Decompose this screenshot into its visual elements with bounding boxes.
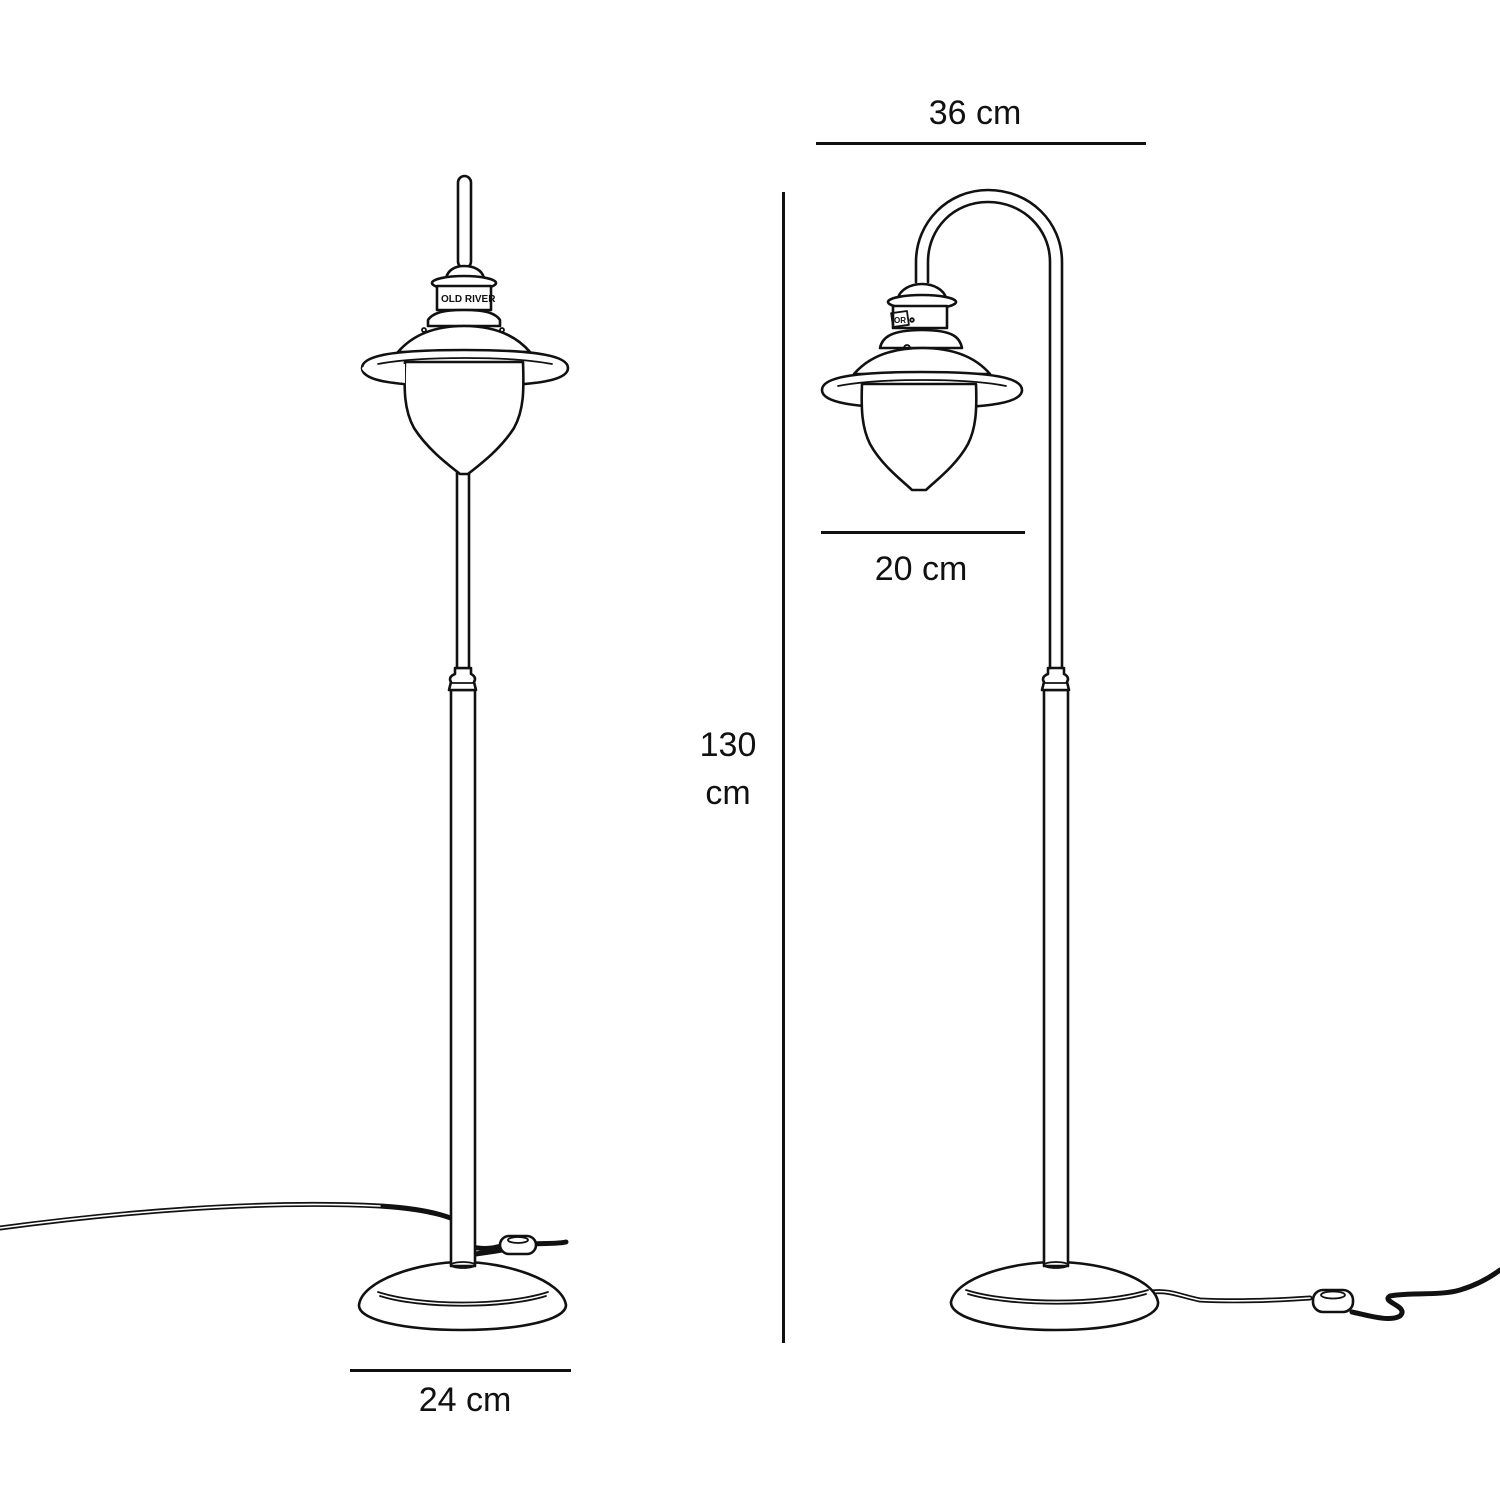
front-lamp-crown: OLD RIVER bbox=[421, 264, 505, 333]
side-band-text: OR bbox=[894, 316, 906, 325]
front-connector bbox=[447, 666, 478, 692]
front-lower-tube bbox=[449, 688, 477, 1269]
front-top-rod bbox=[456, 174, 473, 270]
front-base bbox=[357, 1260, 568, 1332]
front-band-text: OLD RIVER bbox=[441, 294, 496, 305]
front-glass-globe bbox=[403, 360, 525, 476]
side-lamp-crown: OR bbox=[878, 282, 964, 352]
side-view-lamp: OR bbox=[820, 188, 1500, 1332]
overall-width-label: 36 cm bbox=[928, 94, 1022, 132]
front-power-cord bbox=[0, 1201, 569, 1258]
side-cord-switch bbox=[1311, 1288, 1355, 1314]
side-lower-tube bbox=[1042, 688, 1070, 1269]
side-glass-globe bbox=[860, 382, 978, 492]
front-cord-switch bbox=[498, 1234, 538, 1256]
base-width-label: 24 cm bbox=[418, 1381, 512, 1419]
front-view-lamp: OLD RIVER bbox=[0, 174, 570, 1332]
shade-width-dimension-line bbox=[821, 531, 1025, 534]
shade-width-label: 20 cm bbox=[874, 550, 968, 588]
side-base bbox=[949, 1260, 1160, 1332]
side-curved-arm bbox=[914, 188, 1064, 670]
base-width-dimension-line bbox=[350, 1369, 571, 1372]
height-label-value: 130 bbox=[699, 726, 757, 764]
height-label-unit: cm bbox=[705, 774, 751, 812]
side-power-cord bbox=[1149, 1267, 1500, 1321]
side-connector bbox=[1040, 666, 1071, 692]
overall-width-dimension-line bbox=[816, 142, 1146, 145]
front-upper-tube bbox=[455, 468, 471, 670]
height-dimension-line bbox=[782, 192, 785, 1343]
